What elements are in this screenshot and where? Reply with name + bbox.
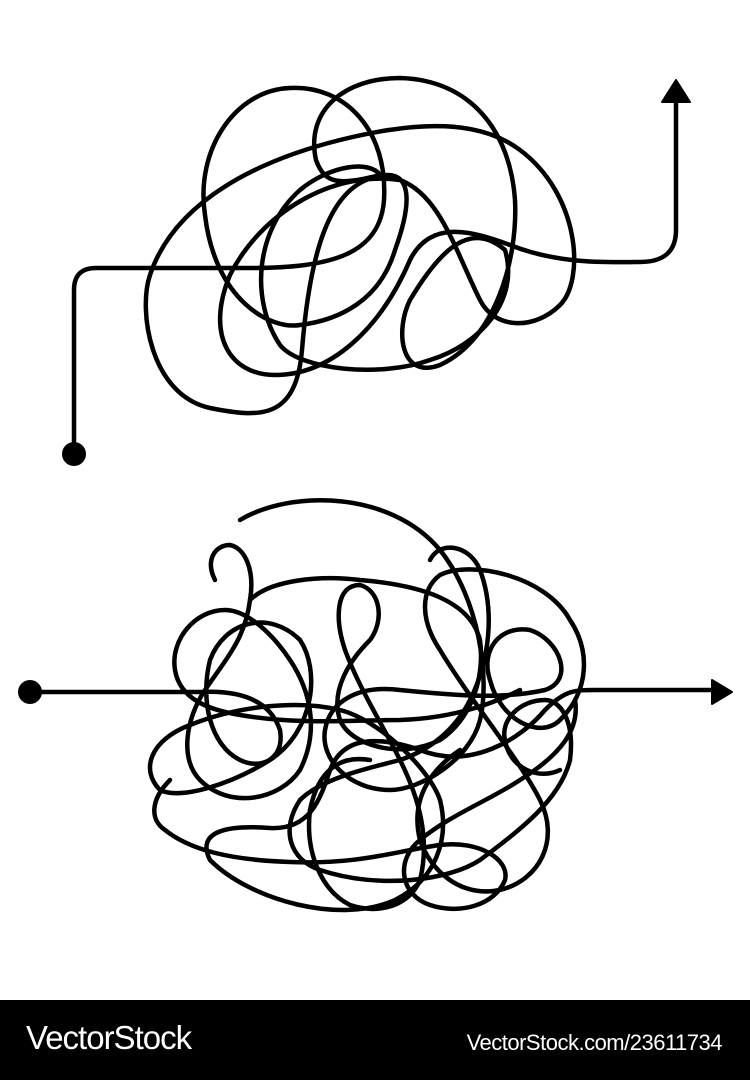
bottom-tangle-loops-b (172, 542, 523, 801)
bottom-tangle-line (27, 620, 723, 913)
illustration (18, 75, 733, 913)
image-reference-text: VectorStock.com/23611734 (466, 1030, 723, 1055)
bottom-tangle-loops-d (287, 545, 574, 884)
arrow-up-icon (661, 79, 691, 103)
bottom-tangle-outer (152, 697, 578, 911)
bottom-tangled-path (18, 498, 733, 913)
top-tangled-path (62, 75, 691, 466)
arrow-right-icon (711, 679, 733, 705)
brand-logo-text: VectorStock (26, 1019, 192, 1056)
bottom-tangle-loops-c (247, 575, 484, 911)
top-tangle-line (71, 85, 679, 457)
bottom-tangle-loops-a (237, 498, 587, 894)
watermark-footer: VectorStock VectorStock.com/23611734 (0, 1000, 750, 1080)
top-tangle-loops (258, 75, 518, 372)
